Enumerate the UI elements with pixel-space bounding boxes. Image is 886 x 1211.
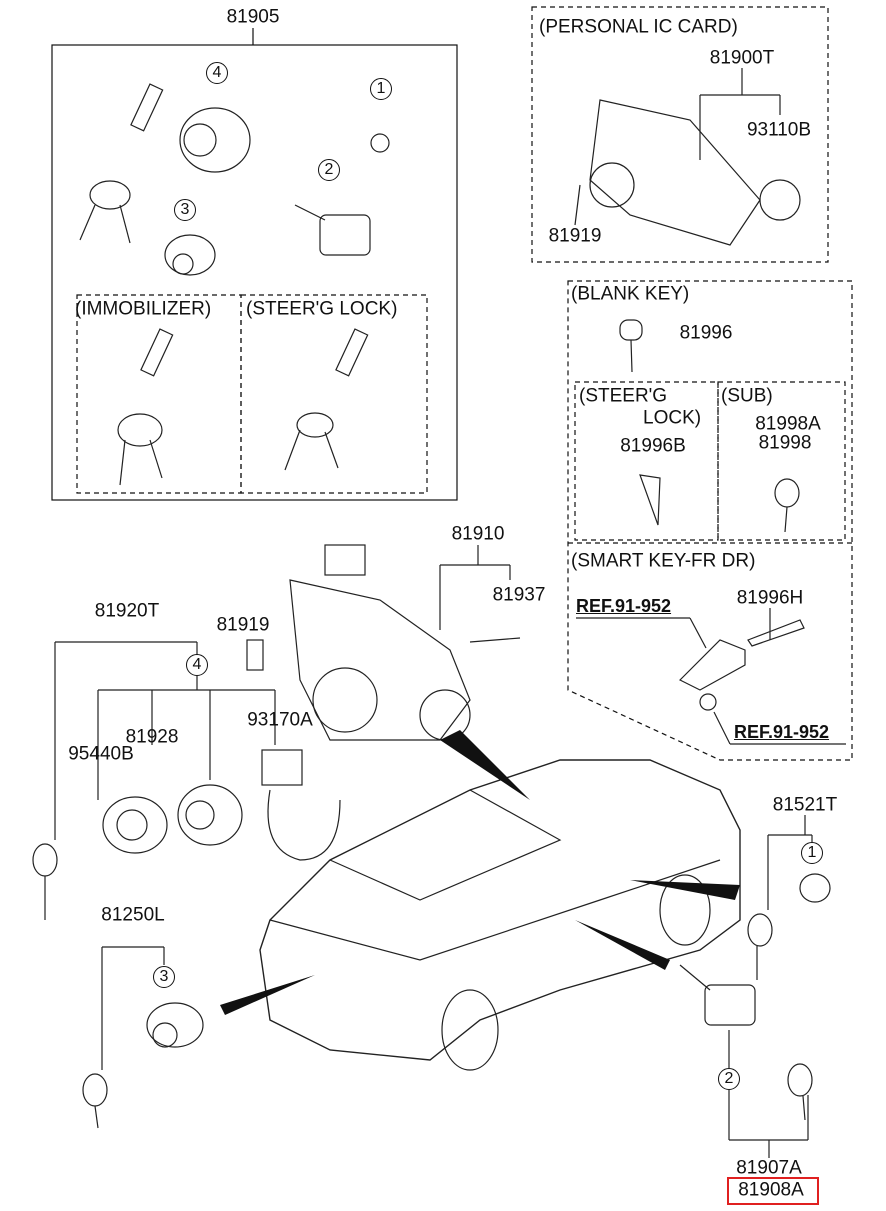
callout-1-lower: 1: [801, 842, 823, 864]
blank-key-box: [567, 280, 853, 761]
callout-4: 4: [206, 62, 228, 84]
label-81996B: 81996B: [620, 435, 686, 457]
label-81250L: 81250L: [101, 904, 165, 926]
personal-ic-card-box: [531, 6, 829, 263]
label-81919-ic: 81919: [548, 225, 602, 247]
ref-link-2[interactable]: REF.91-952: [734, 722, 830, 742]
label-81920T: 81920T: [94, 600, 160, 622]
label-81905: 81905: [226, 6, 280, 28]
callout-2-lower: 2: [718, 1068, 740, 1090]
label-81937: 81937: [492, 584, 546, 606]
label-blank-key: (BLANK KEY): [571, 283, 690, 305]
assembly-box-81905: [51, 44, 458, 501]
ref-link-1[interactable]: REF.91-952: [576, 596, 672, 616]
label-81910: 81910: [451, 523, 505, 545]
label-81521T: 81521T: [772, 794, 838, 816]
label-sub: (SUB): [721, 385, 773, 407]
label-81996H: 81996H: [736, 587, 804, 609]
callout-4-lower: 4: [186, 654, 208, 676]
label-95440B: 95440B: [68, 743, 134, 765]
car-outline: [259, 759, 741, 1061]
label-81998: 81998: [758, 432, 812, 454]
label-81998A: 81998A: [755, 413, 821, 435]
label-81908A[interactable]: 81908A: [738, 1179, 804, 1201]
highlight-box: [727, 1177, 819, 1205]
callout-1: 1: [370, 78, 392, 100]
label-81900T: 81900T: [709, 47, 775, 69]
callout-2: 2: [318, 159, 340, 181]
label-81907A: 81907A: [736, 1157, 802, 1179]
label-93170A: 93170A: [247, 709, 313, 731]
label-steering-lock: (STEER'G LOCK): [246, 298, 398, 320]
label-81928: 81928: [125, 726, 179, 748]
label-steering-lock-blank-2: LOCK): [643, 407, 702, 429]
label-personal-ic-card: (PERSONAL IC CARD): [539, 16, 738, 38]
label-steering-lock-blank-1: (STEER'G: [579, 385, 668, 407]
label-81996: 81996: [679, 322, 733, 344]
label-93110B: 93110B: [746, 119, 812, 141]
label-81919: 81919: [216, 614, 270, 636]
label-immobilizer: (IMMOBILIZER): [75, 298, 212, 320]
callout-3: 3: [174, 199, 196, 221]
callout-3-lower: 3: [153, 966, 175, 988]
label-smart-key: (SMART KEY-FR DR): [571, 550, 756, 572]
